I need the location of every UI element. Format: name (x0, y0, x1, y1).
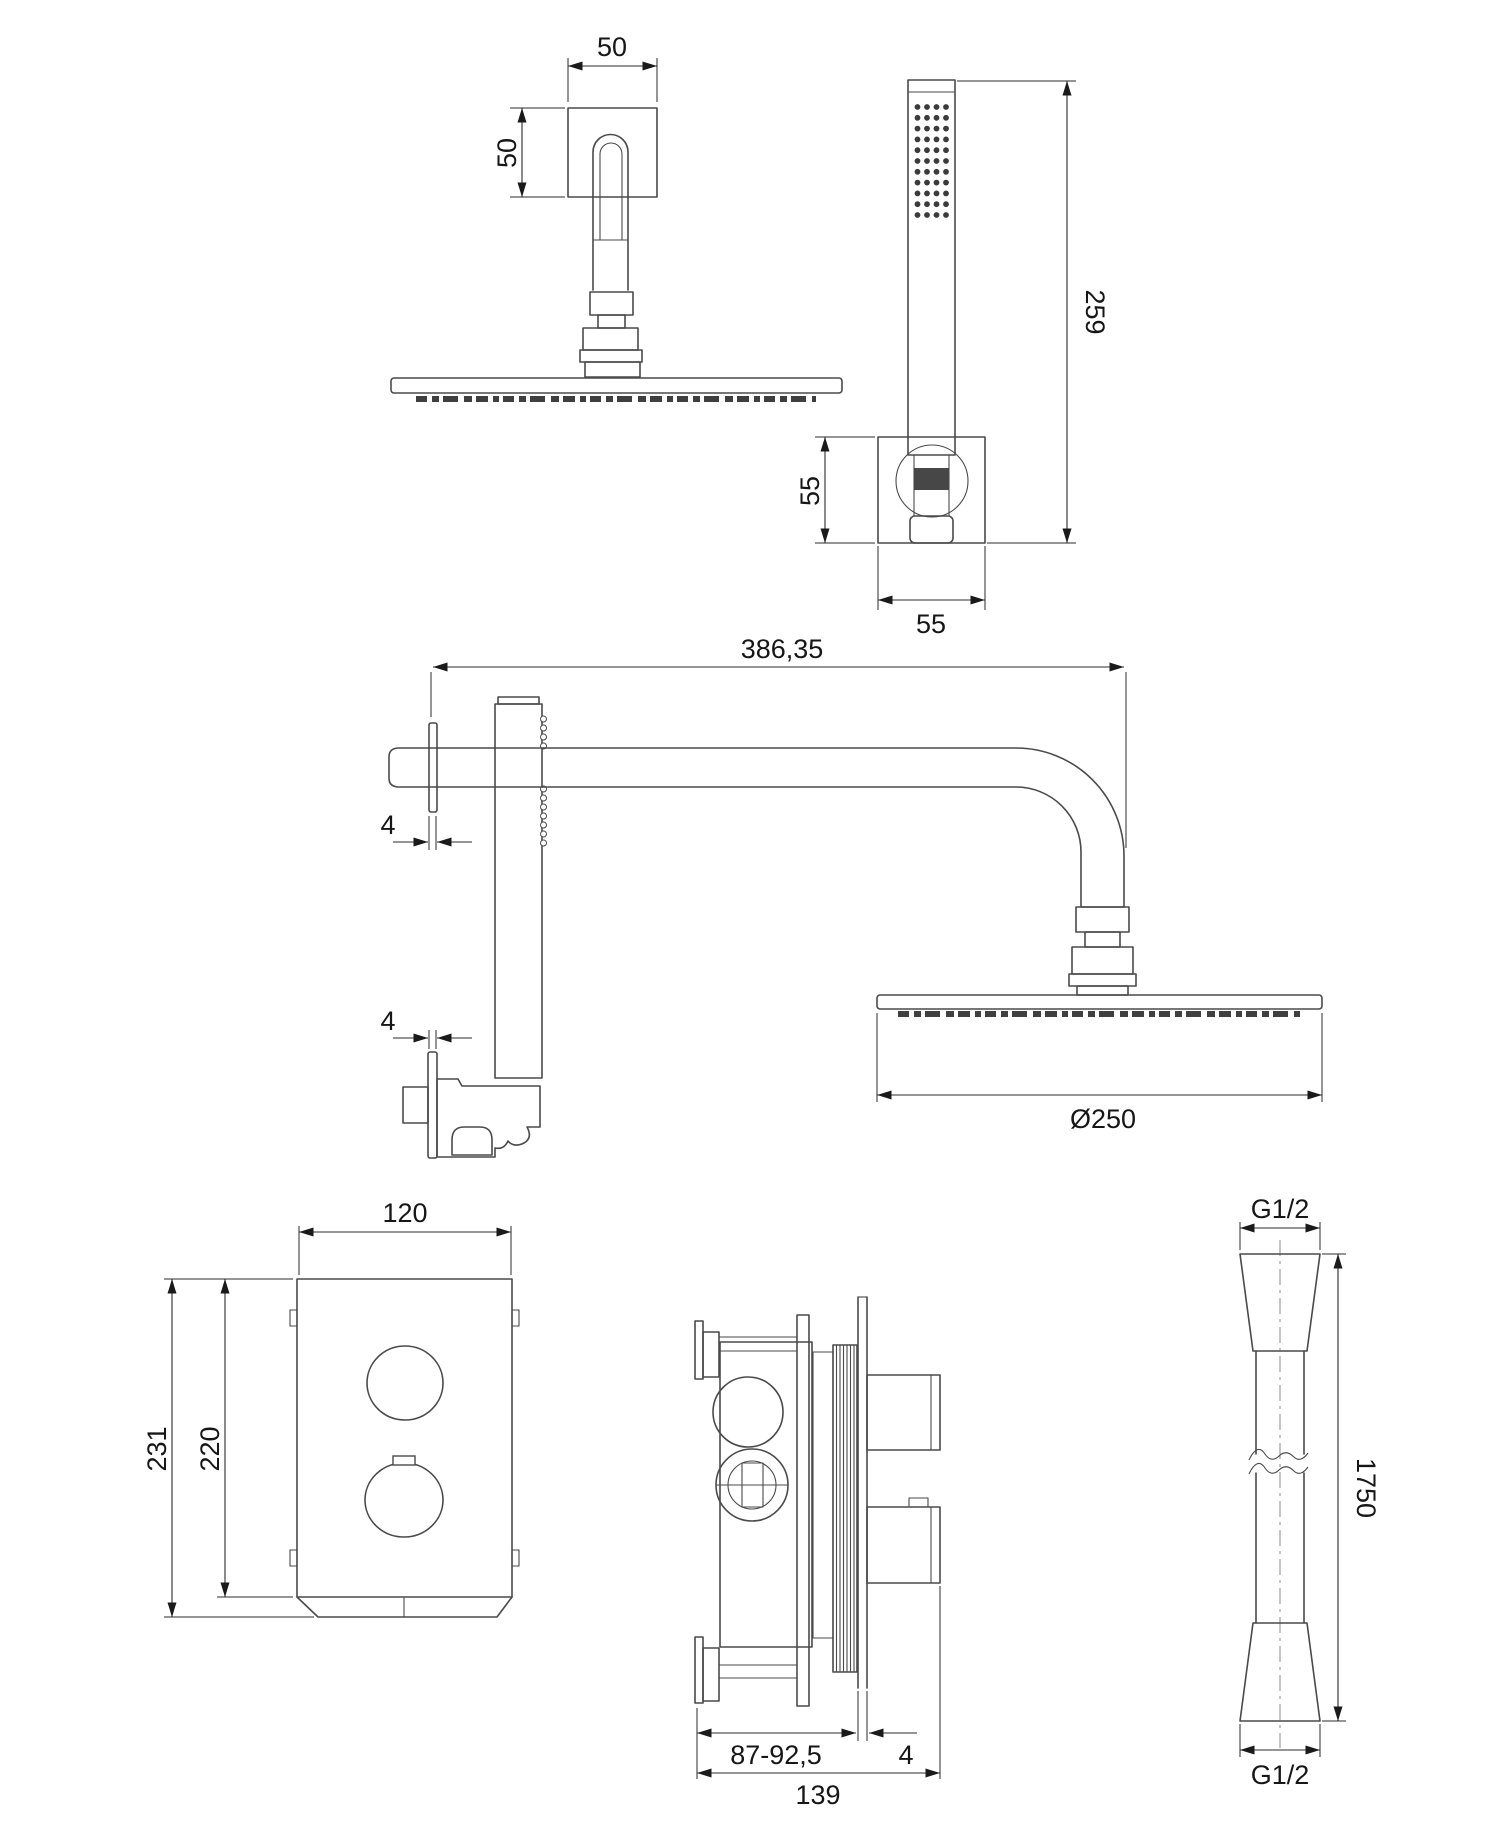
dim-ceiling-flange-height: 50 (492, 138, 522, 168)
dim-hose-length: 1750 (1351, 1458, 1381, 1518)
valve-knob-bottom (866, 1506, 941, 1584)
dim-recess-depth: 87-92,5 (730, 1740, 822, 1770)
dim-panel-height-total: 231 (142, 1426, 172, 1471)
dim-handshower-length: 259 (1080, 289, 1110, 334)
dim-plate-upper: 4 (380, 810, 395, 840)
bracket-bottom (694, 1636, 704, 1704)
valve-box-body (719, 1341, 813, 1648)
valve-knob-top (866, 1374, 941, 1451)
hose-fitting-top (1239, 1253, 1321, 1352)
ceiling-arm-tube (592, 133, 629, 291)
hose-view: G1/2 G1/2 1750 (1239, 1194, 1381, 1790)
valve-box-view: 87-92,5 4 139 (694, 1296, 941, 1810)
ceiling-head-view: 50 50 (390, 32, 843, 402)
bracket-top (694, 1320, 704, 1380)
shower-arm (388, 747, 1125, 908)
arm-wall-plate (428, 722, 438, 813)
dim-plate-lower: 4 (380, 1006, 395, 1036)
wall-arm-view: 386,35 4 4 Ø250 (380, 634, 1323, 1159)
panel-knob-tab (392, 1455, 416, 1466)
panel-knob-top (366, 1345, 444, 1421)
dim-ceiling-flange-width: 50 (597, 32, 627, 62)
wall-handshower-wand (494, 703, 543, 1079)
seal-ribs (832, 1344, 858, 1673)
dim-hose-thread-top: G1/2 (1251, 1194, 1310, 1224)
dim-hose-thread-bottom: G1/2 (1251, 1760, 1310, 1790)
outlet-wall-plate (427, 1051, 438, 1159)
outlet-elbow-body (436, 1078, 541, 1158)
dim-holder-height: 55 (795, 476, 825, 506)
ceiling-shower-plate (390, 377, 843, 394)
panel-knob-bottom (364, 1462, 444, 1538)
handshower-grip-band (914, 468, 949, 490)
outlet-stub (402, 1086, 429, 1124)
hose-break-symbol (1248, 1448, 1309, 1461)
handshower-wand (907, 79, 956, 456)
hose-fitting-bottom (1239, 1622, 1321, 1722)
dim-panel-height-plate: 220 (195, 1426, 225, 1471)
ceiling-flange (567, 107, 658, 198)
rain-head-plate (876, 994, 1323, 1010)
outlet-holder-cone (451, 1126, 493, 1156)
control-panel-view: 120 231 220 (142, 1198, 520, 1618)
dim-panel-width: 120 (382, 1198, 427, 1228)
valve-port-top (712, 1376, 784, 1448)
handshower-spray-dots (914, 104, 949, 218)
wall-wand-nozzle-dots (540, 715, 547, 847)
dim-wall-plate: 4 (898, 1740, 913, 1770)
dim-holder-width: 55 (916, 609, 946, 639)
panel-plate (296, 1278, 513, 1598)
dim-arm-reach: 386,35 (741, 634, 824, 664)
dim-total-depth: 139 (795, 1780, 840, 1810)
dim-head-diameter: Ø250 (1070, 1104, 1136, 1134)
mounting-rail (796, 1314, 810, 1707)
panel-chin (296, 1596, 513, 1618)
hand-shower-view: 259 55 55 (795, 79, 1110, 639)
